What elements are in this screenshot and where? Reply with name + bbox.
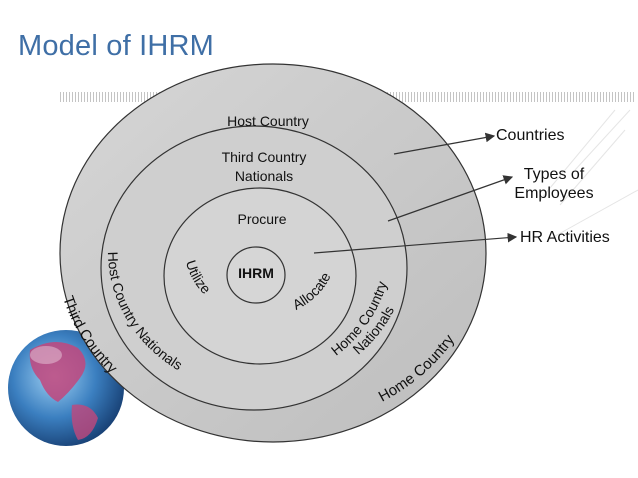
inner-top-label: Procure (237, 211, 286, 227)
callout-countries: Countries (496, 127, 564, 144)
core-label: IHRM (238, 265, 274, 281)
callout-types-line1: Types of (524, 166, 585, 183)
outer-top-label: Host Country (227, 113, 309, 129)
arrow-countries (393, 132, 496, 155)
callout-hr-activities: HR Activities (520, 229, 610, 246)
globe-icon (8, 330, 124, 446)
decorative-lines (539, 109, 638, 241)
arrow-hr-activities (313, 232, 518, 254)
middle-top-label-line2: Nationals (235, 168, 293, 184)
ring-core (226, 246, 286, 304)
arrow-types-of-employees (387, 175, 514, 222)
slide-title: Model of IHRM (18, 30, 214, 62)
middle-top-label-line1: Third Country (222, 149, 307, 165)
callout-types-line2: Employees (514, 185, 593, 202)
